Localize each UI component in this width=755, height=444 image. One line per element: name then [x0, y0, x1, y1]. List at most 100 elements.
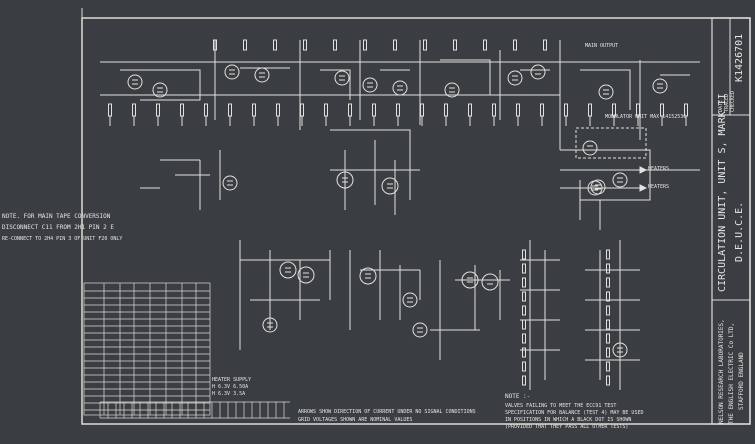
valve-symbol: [297, 266, 315, 284]
valve-table: [83, 282, 290, 419]
valve-symbol: [652, 78, 668, 94]
resistor-symbol: [300, 103, 304, 117]
resistor-symbol: [522, 375, 526, 386]
heater-supply-line-1: H 6.3V 6.50A: [212, 384, 248, 390]
resistor-symbol: [348, 103, 352, 117]
valve-symbol: [530, 64, 546, 80]
resistor-symbol: [540, 103, 544, 117]
arrows-note: ARROWS SHOW DIRECTION OF CURRENT UNDER N…: [298, 409, 476, 423]
wire: [430, 260, 510, 360]
resistor-symbol: [444, 103, 448, 117]
resistor-symbol: [606, 347, 610, 358]
resistor-symbol: [276, 103, 280, 117]
arrows-note-line-1: ARROWS SHOW DIRECTION OF CURRENT UNDER N…: [298, 409, 476, 415]
note-checked: CHECKED: [730, 91, 736, 112]
valve-symbol: [127, 74, 143, 90]
valve-symbol: [481, 273, 499, 291]
valve-symbol: [254, 67, 270, 83]
resistor-symbol: [522, 361, 526, 372]
valve-symbol: [612, 342, 628, 358]
resistor-symbol: [324, 103, 328, 117]
resistor-symbol: [522, 319, 526, 330]
resistor-symbol: [606, 249, 610, 260]
valve-symbol: [222, 175, 238, 191]
resistor-symbol: [522, 277, 526, 288]
company-line-2: THE ENGLISH ELECTRIC Co LTD,: [728, 323, 735, 424]
valve-symbol: [444, 82, 460, 98]
main-tape-note-line-2: DISCONNECT C11 FROM 2H1 PIN 2 E: [2, 224, 114, 231]
valves-note-line-2: SPECIFICATION FOR BALANCE (TEST 4) MAY B…: [505, 410, 643, 416]
resistor-symbol: [363, 39, 367, 51]
resistor-symbol: [453, 39, 457, 51]
wire: [140, 150, 221, 210]
resistor-symbol: [522, 249, 526, 260]
valve-symbol: [334, 70, 350, 86]
valves-note-line-1: VALVES FAILING TO MEET THE ECC91 TEST: [505, 403, 616, 409]
resistor-symbol: [564, 103, 568, 117]
main-tape-note: NOTE. FOR MAIN TAPE CONVERSION DISCONNEC…: [2, 213, 122, 242]
wire: [520, 240, 560, 390]
resistor-symbol: [333, 39, 337, 51]
wire: [239, 240, 331, 350]
resistor-symbol: [606, 305, 610, 316]
resistor-symbol: [522, 347, 526, 358]
resistor-symbol: [522, 305, 526, 316]
valves-note: NOTE :- VALVES FAILING TO MEET THE ECC91…: [505, 393, 643, 430]
heater-supply: HEATER SUPPLY H 6.3V 6.50A H 6.3V 3.5A: [212, 377, 251, 397]
valve-symbol: [336, 171, 354, 189]
main-tape-note-line-3: RE-CONNECT TO 2H4 PIN 3 OF UNIT F20 ONLY: [2, 236, 122, 242]
drawing-number: K1426701: [734, 34, 745, 82]
resistor-symbol: [132, 103, 136, 117]
resistor-symbol: [543, 39, 547, 51]
circuit-wiring: [100, 39, 700, 390]
resistor-symbol: [492, 103, 496, 117]
resistor-symbol: [606, 291, 610, 302]
arrow-head: [639, 166, 648, 174]
valve-symbol: [392, 80, 408, 96]
resistor-symbol: [606, 263, 610, 274]
title-block: K1426701 DATE TRACED CHECKED CIRCULATION…: [711, 17, 751, 425]
valve-symbol: [461, 271, 479, 289]
company-line-3: STAFFORD ENGLAND: [738, 352, 745, 410]
resistor-symbol: [156, 103, 160, 117]
resistor-symbol: [468, 103, 472, 117]
note-traced: TRACED: [724, 94, 730, 112]
resistor-symbol: [606, 333, 610, 344]
resistor-symbol: [606, 277, 610, 288]
modulator-label: MODULATOR UNIT MAX 14152536: [605, 114, 686, 120]
resistor-symbol: [393, 39, 397, 51]
resistor-symbol: [228, 103, 232, 117]
modulator-box: [575, 127, 647, 159]
wire: [560, 149, 700, 230]
valve-symbol: [359, 267, 377, 285]
resistor-symbol: [522, 291, 526, 302]
valve-symbol: [598, 84, 614, 100]
valve-symbol: [152, 82, 168, 98]
resistor-symbol: [522, 263, 526, 274]
resistor-symbol: [372, 103, 376, 117]
heaters-label-1: HEATERS: [648, 166, 669, 172]
wire: [585, 240, 640, 390]
heater-supply-line-2: H 6.3V 3.5A: [212, 391, 245, 397]
resistor-symbol: [483, 39, 487, 51]
resistor-symbol: [423, 39, 427, 51]
valve-symbol: [582, 140, 598, 156]
wire: [349, 250, 421, 330]
valve-symbol: [224, 64, 240, 80]
resistor-symbol: [180, 103, 184, 117]
valve-symbol: [402, 292, 418, 308]
valve-symbol: [612, 172, 628, 188]
company-line-1: NELSON RESEARCH LABORATORIES,: [718, 319, 725, 424]
heater-supply-heading: HEATER SUPPLY: [212, 377, 251, 383]
resistor-symbol: [606, 361, 610, 372]
valve-symbol: [381, 177, 399, 195]
drawing-title: CIRCULATION UNIT, UNIT S, MARK II: [717, 93, 728, 292]
resistor-symbol: [396, 103, 400, 117]
valves-note-heading: NOTE :-: [505, 393, 530, 400]
valve-symbol: [362, 77, 378, 93]
heaters-label-2: HEATERS: [648, 184, 669, 190]
arrows-note-line-2: GRID VOLTAGES SHOWN ARE NOMINAL VALUES: [298, 417, 412, 423]
resistor-symbol: [243, 39, 247, 51]
arrow-head: [639, 184, 648, 192]
